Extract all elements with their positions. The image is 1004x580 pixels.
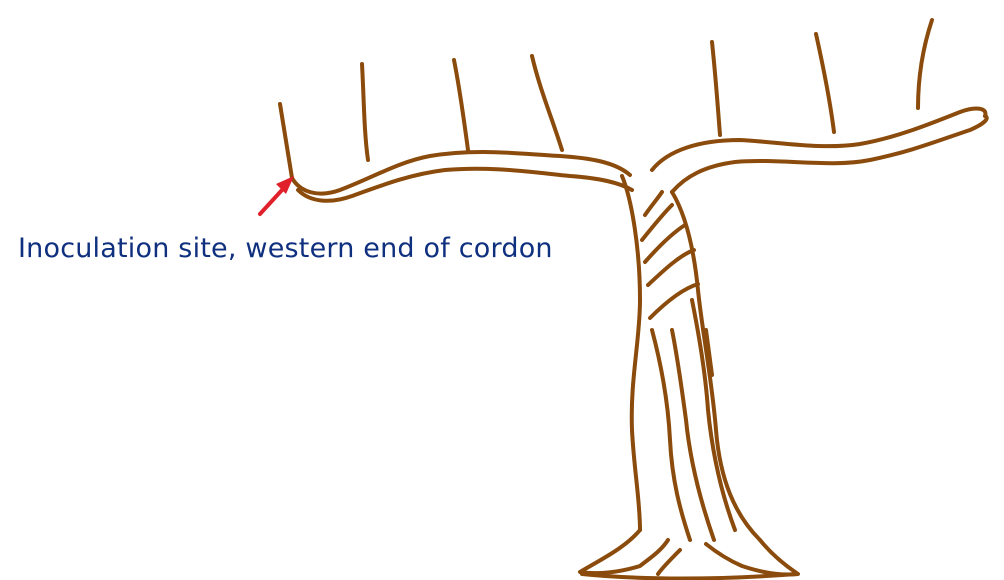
trunk-strand (652, 330, 690, 540)
cordon-right-upper (652, 109, 985, 170)
grapevine (280, 20, 987, 579)
trunk-strand (648, 250, 694, 285)
arrow-shaft (260, 190, 282, 214)
spur (280, 104, 292, 178)
spur (816, 34, 834, 132)
trunk-strand (645, 192, 662, 215)
spur (918, 20, 932, 108)
spur (532, 56, 562, 150)
spur (454, 60, 468, 150)
cordon-left-upper (292, 152, 630, 194)
root-left (580, 530, 668, 573)
spur (362, 64, 368, 160)
inoculation-arrow (260, 176, 294, 214)
root-middle (658, 550, 680, 574)
trunk-right-edge (672, 192, 760, 540)
root-right (706, 540, 798, 575)
trunk-left-edge (622, 176, 640, 530)
inoculation-label: Inoculation site, western end of cordon (18, 233, 553, 264)
base-ground (582, 574, 796, 579)
spur (712, 42, 720, 135)
